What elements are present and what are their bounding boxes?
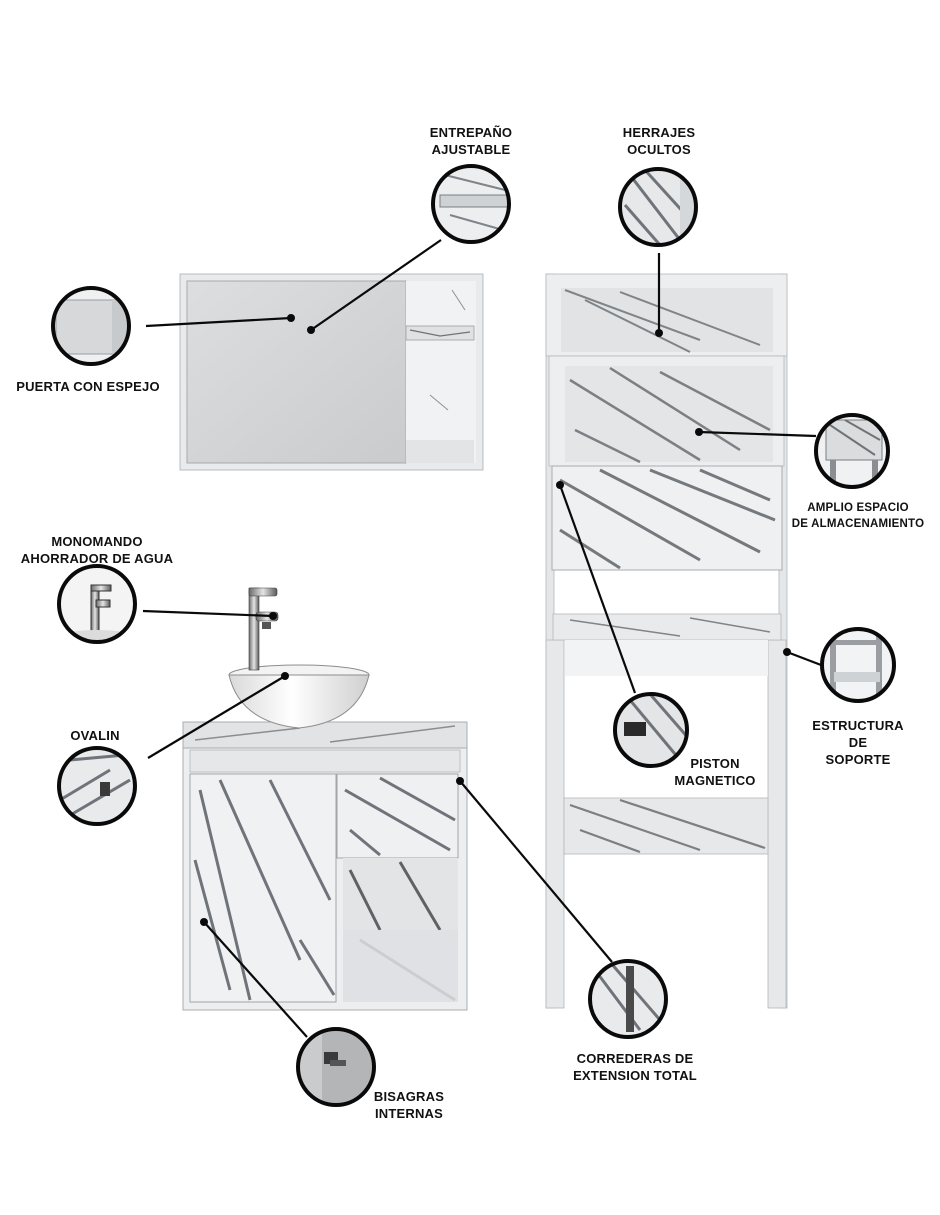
detail-circle-estructura bbox=[820, 627, 896, 703]
mirror-door bbox=[186, 280, 407, 464]
label-monomando-line1: MONOMANDO bbox=[51, 534, 143, 549]
label-entrepano: ENTREPAÑO AJUSTABLE bbox=[413, 124, 529, 158]
detail-circle-correderas bbox=[588, 959, 668, 1039]
adjustable-shelf bbox=[405, 325, 475, 341]
detail-circle-amplio bbox=[814, 413, 890, 489]
callout-line-ovalin bbox=[147, 675, 286, 759]
callout-dots bbox=[200, 314, 791, 926]
detail-circle-piston bbox=[613, 692, 689, 768]
detail-circle-ovalin bbox=[57, 746, 137, 826]
vanity-door bbox=[189, 773, 337, 1003]
label-piston: PISTON MAGNETICO bbox=[662, 755, 768, 789]
label-piston-line1: PISTON bbox=[690, 756, 740, 771]
label-estructura-line2: DE bbox=[848, 735, 868, 750]
label-entrepano-line1: ENTREPAÑO bbox=[429, 125, 513, 140]
label-entrepano-line2: AJUSTABLE bbox=[431, 142, 511, 157]
detail-circle-herrajes bbox=[618, 167, 698, 247]
callout-line-entrepano bbox=[310, 239, 442, 331]
callout-lines bbox=[142, 239, 822, 1038]
sink-vanity bbox=[182, 721, 468, 1011]
callout-line-monomando bbox=[142, 609, 274, 618]
callout-line-puerta bbox=[145, 316, 292, 328]
label-bisagras: BISAGRAS INTERNAS bbox=[362, 1088, 456, 1122]
detail-circle-puerta bbox=[51, 286, 131, 366]
label-amplio-line1: AMPLIO ESPACIO bbox=[807, 502, 909, 514]
label-bisagras-line1: BISAGRAS bbox=[373, 1089, 445, 1104]
label-monomando: MONOMANDO AHORRADOR DE AGUA bbox=[16, 533, 178, 567]
faucet bbox=[248, 587, 279, 671]
label-estructura-line3: SOPORTE bbox=[825, 752, 891, 767]
callout-line-correderas bbox=[459, 780, 613, 963]
label-puerta: PUERTA CON ESPEJO bbox=[6, 378, 170, 395]
detail-circle-bisagras bbox=[296, 1027, 376, 1107]
label-herrajes: HERRAJES OCULTOS bbox=[606, 124, 712, 158]
detail-circle-monomando bbox=[57, 564, 137, 644]
label-correderas: CORREDERAS DE EXTENSION TOTAL bbox=[560, 1050, 710, 1084]
label-amplio: AMPLIO ESPACIO DE ALMACENAMIENTO bbox=[788, 500, 928, 532]
label-piston-line2: MAGNETICO bbox=[674, 773, 756, 788]
callout-line-bisagras bbox=[203, 921, 308, 1038]
label-estructura: ESTRUCTURA DE SOPORTE bbox=[806, 717, 910, 768]
label-correderas-line1: CORREDERAS DE bbox=[576, 1051, 694, 1066]
label-estructura-line1: ESTRUCTURA bbox=[812, 718, 904, 733]
label-herrajes-line1: HERRAJES bbox=[622, 125, 696, 140]
detail-circle-entrepano bbox=[431, 164, 511, 244]
label-herrajes-line2: OCULTOS bbox=[627, 142, 691, 157]
label-ovalin-line1: OVALIN bbox=[70, 728, 120, 743]
callout-line-estructura bbox=[786, 650, 822, 667]
mirror-cabinet bbox=[179, 273, 484, 471]
label-ovalin: OVALIN bbox=[55, 727, 135, 744]
label-correderas-line2: EXTENSION TOTAL bbox=[573, 1068, 697, 1083]
label-amplio-line2: DE ALMACENAMIENTO bbox=[791, 518, 925, 530]
storage-tower bbox=[545, 273, 788, 1009]
label-monomando-line2: AHORRADOR DE AGUA bbox=[20, 551, 174, 566]
countertop bbox=[182, 721, 468, 749]
label-bisagras-line2: INTERNAS bbox=[374, 1106, 444, 1121]
callout-line-piston bbox=[558, 484, 637, 694]
label-puerta-line1: PUERTA CON ESPEJO bbox=[16, 379, 160, 394]
tower-door bbox=[551, 465, 783, 571]
callout-line-amplio bbox=[698, 430, 817, 438]
open-compartment bbox=[406, 281, 476, 463]
